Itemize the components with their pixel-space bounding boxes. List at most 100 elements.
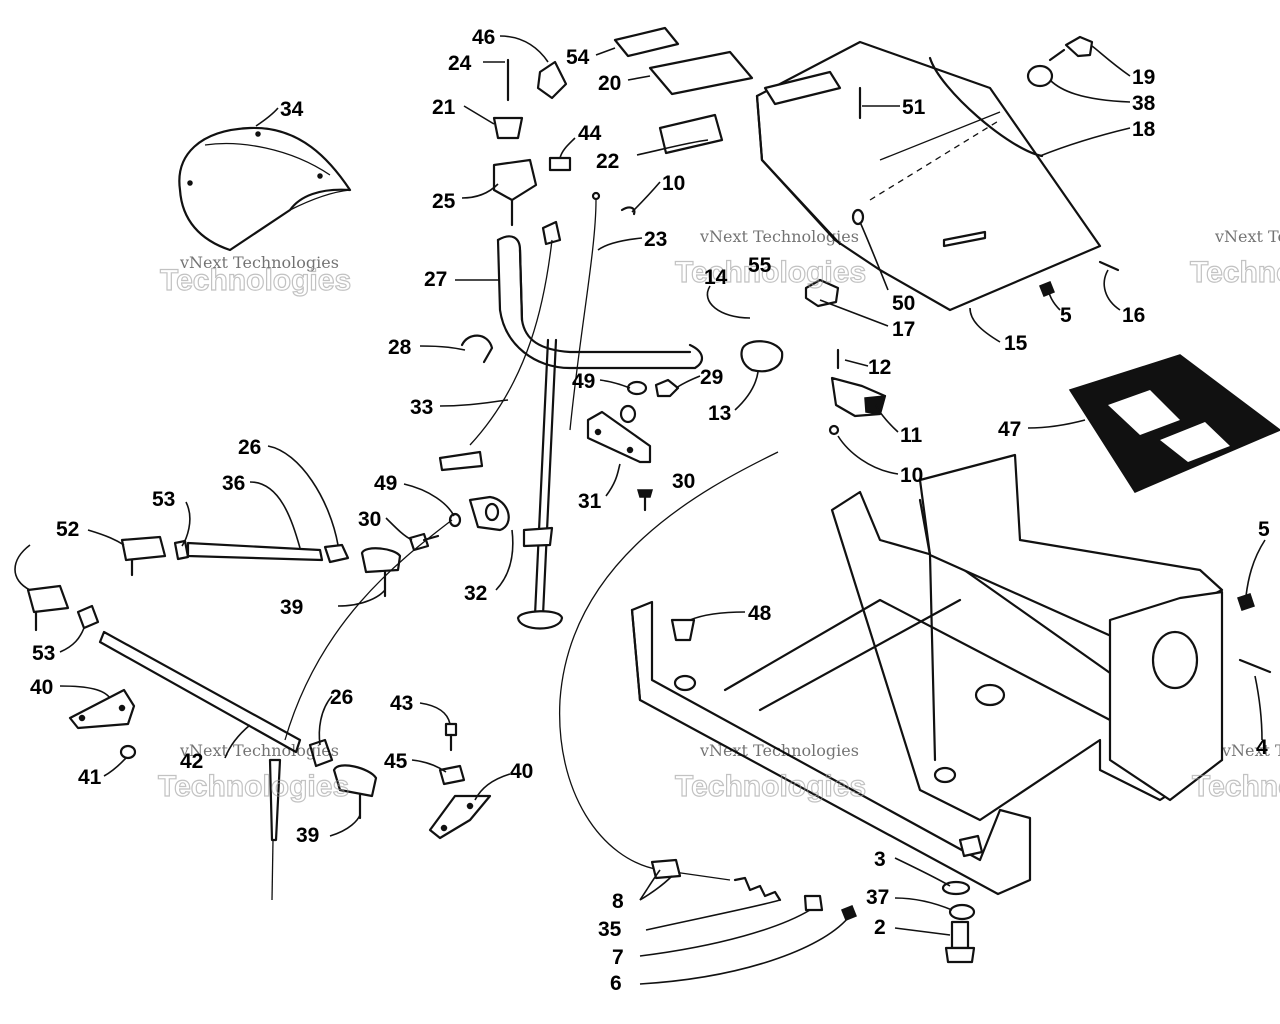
part-switch-17 [804, 278, 840, 308]
callout-39a: 39 [280, 596, 303, 619]
callouts: 46 24 54 20 21 44 22 34 25 10 23 27 14 5… [30, 26, 1270, 995]
callout-26b: 26 [330, 686, 353, 709]
callout-5a: 5 [1060, 304, 1072, 327]
watermark-line2-c: Technologies [1190, 256, 1280, 289]
part-knob-21 [492, 116, 524, 140]
part-rod-end-39b [332, 764, 378, 820]
watermarks: vNext Technologies Technologies vNext Te… [157, 227, 1280, 804]
callout-45: 45 [384, 750, 408, 773]
part-rod-end-lower [26, 584, 70, 632]
callout-37: 37 [866, 886, 889, 909]
callout-23: 23 [644, 228, 667, 251]
callout-11: 11 [900, 424, 923, 447]
callout-7: 7 [612, 946, 624, 969]
watermark-line1-d: vNext Technologies [179, 741, 339, 760]
part-threaded-rod-36 [186, 541, 324, 562]
part-small-decal-46 [536, 60, 568, 100]
callout-4: 4 [1256, 736, 1268, 759]
callout-30b: 30 [672, 470, 695, 493]
callout-52: 52 [56, 518, 79, 541]
part-throttle-lever-11 [830, 376, 887, 418]
part-clip-10b [828, 424, 840, 436]
callout-54: 54 [566, 46, 590, 69]
callout-36: 36 [222, 472, 245, 495]
callout-49a: 49 [572, 370, 595, 393]
callout-30a: 30 [358, 508, 381, 531]
watermark-line2-a: Technologies [160, 264, 351, 297]
part-chassis-frame [630, 453, 1224, 896]
part-pin-16 [1098, 260, 1120, 272]
part-bolt-2 [944, 920, 976, 964]
callout-32: 32 [464, 582, 487, 605]
callout-42: 42 [180, 750, 203, 773]
part-washer-49a [619, 380, 648, 424]
callout-34: 34 [280, 98, 304, 121]
part-bracket-40b [428, 794, 492, 840]
watermark-line2-f: Technologies [1192, 770, 1280, 803]
callout-38: 38 [1132, 92, 1156, 115]
part-clip-10a [620, 206, 636, 216]
part-steering-column [516, 338, 564, 630]
callout-39b: 39 [296, 824, 319, 847]
part-tray-15 [755, 40, 1102, 312]
watermark-line1-e: vNext Technologies [699, 741, 859, 760]
part-cable-23 [569, 191, 601, 431]
callout-51: 51 [902, 96, 926, 119]
callout-44: 44 [578, 122, 602, 145]
callout-31: 31 [578, 490, 602, 513]
part-bracket-40a [68, 688, 136, 730]
part-decal-54 [613, 26, 680, 58]
callout-49b: 49 [374, 472, 397, 495]
part-decal-22 [658, 113, 724, 155]
watermark-line2-b: Technologies [675, 256, 866, 289]
part-slot-plate [942, 230, 987, 248]
part-throttle-housing-13 [740, 340, 784, 373]
callout-17: 17 [892, 318, 915, 341]
part-washer-41 [119, 744, 137, 760]
callout-20: 20 [598, 72, 621, 95]
callout-5b: 5 [1258, 518, 1270, 541]
part-key-19 [1048, 35, 1094, 62]
part-bolt-4 [1238, 658, 1272, 674]
callout-6: 6 [610, 972, 622, 995]
callout-55: 55 [748, 254, 772, 277]
part-bushing-38 [1026, 64, 1054, 88]
callout-28: 28 [388, 336, 412, 359]
callout-50: 50 [892, 292, 915, 315]
callout-40b: 40 [510, 760, 533, 783]
callout-27: 27 [424, 268, 447, 291]
callout-43: 43 [390, 692, 413, 715]
callout-8: 8 [612, 890, 624, 913]
part-decal-20 [648, 50, 754, 96]
part-nut-29 [654, 378, 680, 398]
callout-12: 12 [868, 356, 891, 379]
callout-14: 14 [704, 266, 728, 289]
leader-lines [14, 35, 1266, 985]
part-clamp-32 [468, 495, 510, 532]
callout-15: 15 [1004, 332, 1028, 355]
callout-26a: 26 [238, 436, 261, 459]
part-nut-5a [1039, 281, 1055, 297]
part-handlebar-27 [496, 235, 703, 370]
part-long-rod-42 [98, 630, 302, 754]
part-jam-nut-53b [76, 604, 100, 630]
callout-19: 19 [1132, 66, 1155, 89]
part-bolt-30a [637, 489, 653, 512]
callout-29: 29 [700, 366, 723, 389]
callout-46: 46 [472, 26, 495, 49]
watermark-line1-b: vNext Technologies [699, 227, 859, 246]
part-clip-28 [460, 334, 494, 364]
part-rod-end-52 [120, 535, 167, 577]
callout-24: 24 [448, 52, 472, 75]
part-cap-48 [670, 618, 696, 642]
callout-10b: 10 [900, 464, 923, 487]
callout-48: 48 [748, 602, 772, 625]
part-clip-50 [851, 208, 865, 226]
callout-33: 33 [410, 396, 433, 419]
watermark-line2-d: Technologies [158, 770, 349, 803]
watermark-line1-f: vNext Technologies [1221, 741, 1280, 760]
callout-21: 21 [432, 96, 456, 119]
watermark-line2-e: Technologies [675, 770, 866, 803]
callout-18: 18 [1132, 118, 1156, 141]
watermark-line1-c: vNext Technologies [1214, 227, 1280, 246]
